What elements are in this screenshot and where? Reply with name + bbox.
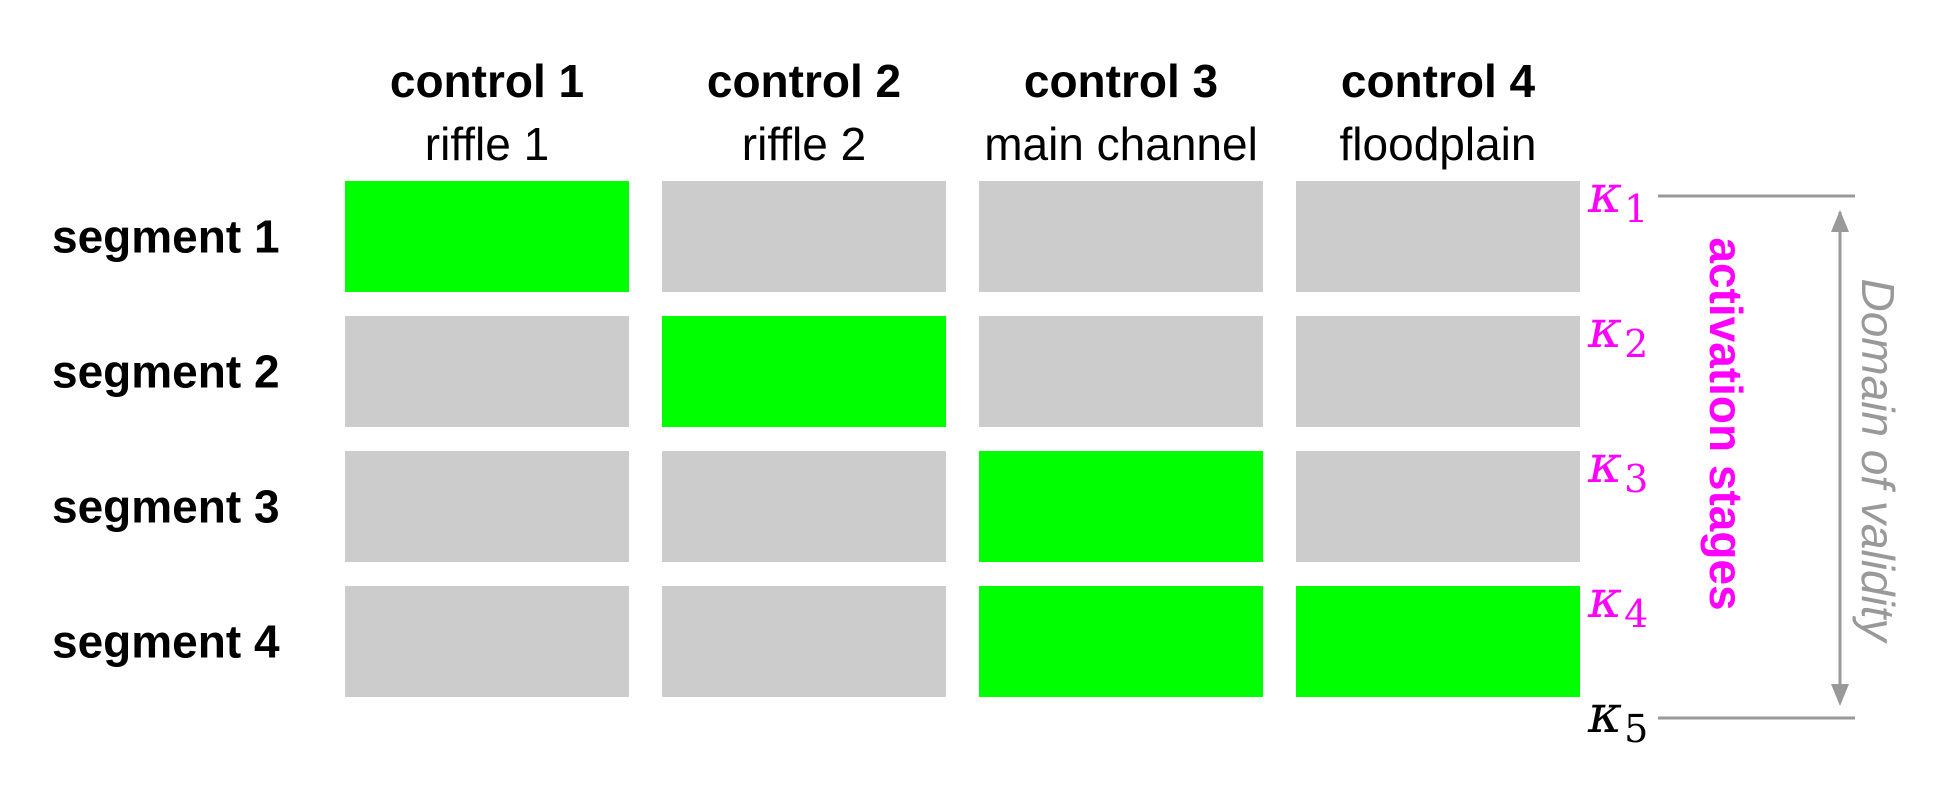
kappa-index: 1	[1624, 187, 1648, 231]
kappa-symbol: κ	[1587, 685, 1622, 745]
kappa-label: κ3	[1587, 435, 1648, 501]
row-label: segment 1	[52, 211, 280, 263]
matrix-cell-inactive	[345, 316, 629, 427]
matrix-cell-inactive	[1296, 316, 1580, 427]
kappa-symbol: κ	[1587, 300, 1622, 360]
matrix-cell-inactive	[345, 586, 629, 697]
matrix-cell-active	[979, 451, 1263, 562]
row-label: segment 3	[52, 481, 280, 533]
column-subtitle: riffle 1	[425, 118, 549, 170]
matrix-cell-inactive	[662, 451, 946, 562]
matrix-cell-inactive	[1296, 451, 1580, 562]
column-subtitle: floodplain	[1340, 118, 1537, 170]
matrix-cell-inactive	[979, 316, 1263, 427]
row-label: segment 4	[52, 616, 280, 668]
column-title: control 2	[707, 55, 901, 107]
kappa-symbol: κ	[1587, 165, 1622, 225]
matrix-cell-inactive	[662, 586, 946, 697]
column-title: control 4	[1341, 55, 1536, 107]
kappa-symbol: κ	[1587, 435, 1622, 495]
kappa-label: κ2	[1587, 300, 1648, 366]
column-subtitle: main channel	[984, 118, 1258, 170]
matrix-cells	[345, 181, 1580, 697]
matrix-cell-inactive	[345, 451, 629, 562]
matrix-cell-active	[662, 316, 946, 427]
kappa-index: 2	[1624, 322, 1648, 366]
kappa-label: κ4	[1587, 570, 1648, 636]
kappa-label: κ1	[1587, 165, 1648, 231]
matrix-cell-inactive	[979, 181, 1263, 292]
row-labels: segment 1 segment 2 segment 3 segment 4	[52, 211, 280, 668]
kappa-index: 5	[1624, 707, 1648, 751]
domain-arrow-down-icon	[1831, 684, 1849, 706]
domain-arrow-up-icon	[1831, 210, 1849, 232]
matrix-cell-inactive	[662, 181, 946, 292]
row-label: segment 2	[52, 346, 280, 398]
matrix-cell-inactive	[1296, 181, 1580, 292]
activation-stages-label: activation stages	[1700, 237, 1752, 610]
column-headers: control 1 riffle 1 control 2 riffle 2 contro…	[390, 55, 1537, 170]
kappa-index: 4	[1624, 592, 1648, 636]
matrix-cell-active	[345, 181, 629, 292]
matrix-cell-active	[979, 586, 1263, 697]
column-title: control 3	[1024, 55, 1218, 107]
kappa-symbol: κ	[1587, 570, 1622, 630]
kappa-label: κ5	[1587, 685, 1648, 751]
matrix-cell-active	[1296, 586, 1580, 697]
domain-of-validity-label: Domain of validity	[1852, 278, 1904, 644]
domain-of-validity-bracket: Domain of validity	[1658, 194, 1904, 720]
column-title: control 1	[390, 55, 584, 107]
column-subtitle: riffle 2	[742, 118, 866, 170]
kappa-index: 3	[1624, 457, 1648, 501]
